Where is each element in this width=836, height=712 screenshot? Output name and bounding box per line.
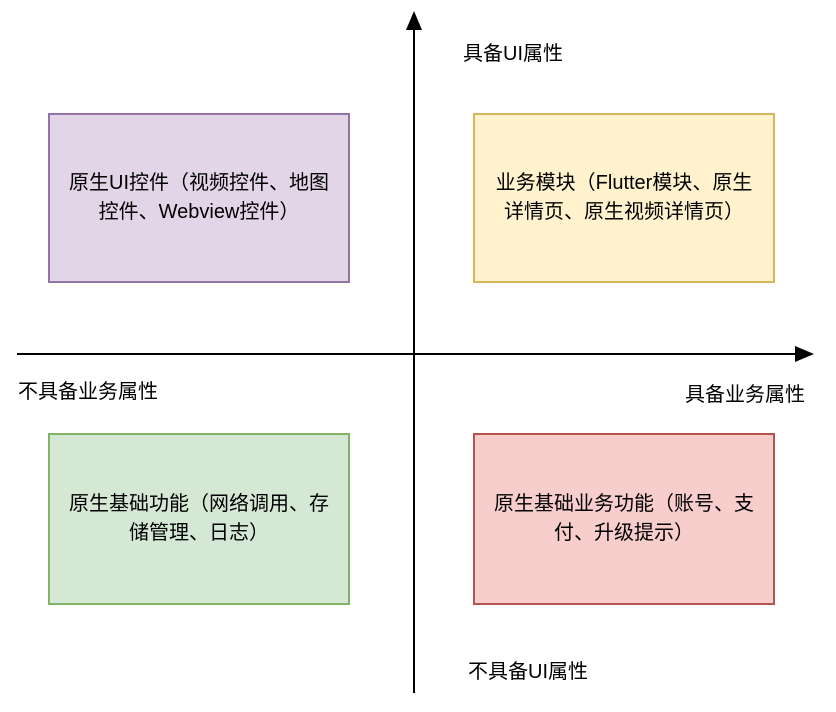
quadrant-box-bottom-left-label: 原生基础功能（网络调用、存储管理、日志） xyxy=(69,493,329,544)
quadrant-box-bottom-right-label: 原生基础业务功能（账号、支付、升级提示） xyxy=(494,493,754,544)
x-axis-left-label: 不具备业务属性 xyxy=(18,381,158,403)
quadrant-box-top-right: 业务模块（Flutter模块、原生详情页、原生视频详情页） xyxy=(473,113,775,283)
y-axis-bottom-label: 不具备UI属性 xyxy=(468,661,588,683)
y-axis-top-label: 具备UI属性 xyxy=(463,43,563,65)
quadrant-box-top-left: 原生UI控件（视频控件、地图控件、Webview控件） xyxy=(48,113,350,283)
quadrant-box-top-left-label: 原生UI控件（视频控件、地图控件、Webview控件） xyxy=(69,172,329,223)
y-axis-arrow-up-icon xyxy=(406,11,422,30)
x-axis-arrow-right-icon xyxy=(795,346,814,362)
quadrant-box-bottom-right: 原生基础业务功能（账号、支付、升级提示） xyxy=(473,433,775,605)
x-axis-right-label: 具备业务属性 xyxy=(685,384,805,406)
y-axis-line xyxy=(413,27,415,693)
x-axis-line xyxy=(17,353,797,355)
quadrant-box-bottom-left: 原生基础功能（网络调用、存储管理、日志） xyxy=(48,433,350,605)
quadrant-box-top-right-label: 业务模块（Flutter模块、原生详情页、原生视频详情页） xyxy=(495,172,753,223)
